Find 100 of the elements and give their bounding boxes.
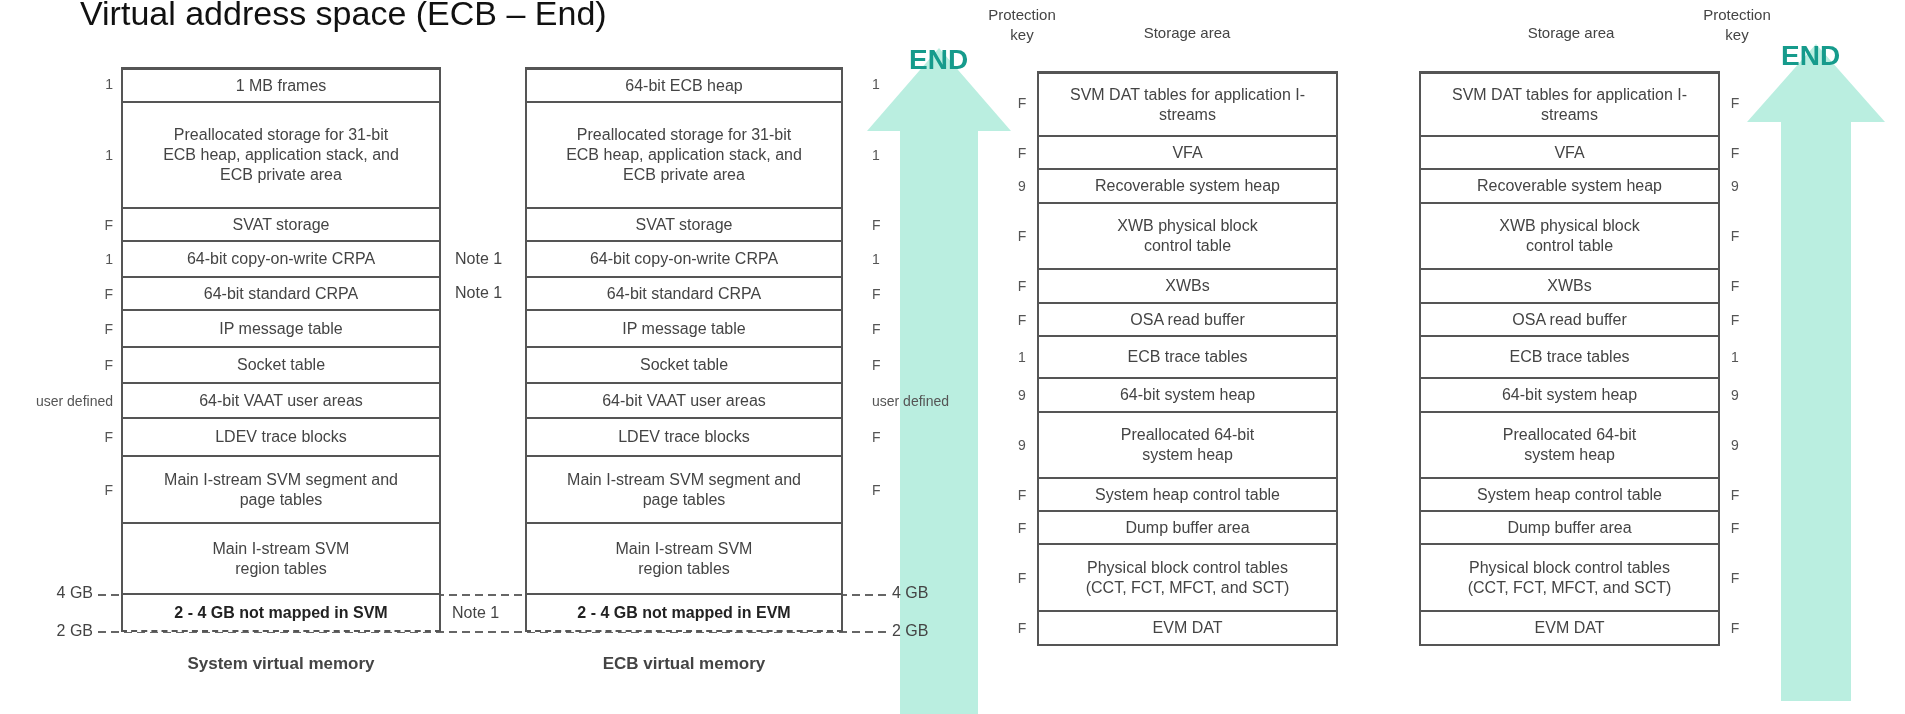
address-label: 4 GB: [56, 584, 93, 602]
protection-key: F: [1715, 311, 1755, 328]
protection-key: F: [104, 216, 113, 233]
area-name: Physical block control tables (CCT, FCT, MFCT, and SCT): [1084, 557, 1291, 598]
memory-area-row: [1037, 335, 1338, 379]
area-name: 64-bit system heap: [1501, 385, 1638, 405]
memory-area-row: [1037, 377, 1338, 413]
area-name: Main I-stream SVM region tables: [211, 538, 351, 579]
area-name: Main I-stream SVM region tables: [614, 538, 754, 579]
memory-area-row: [121, 382, 441, 419]
memory-area-row: [1419, 335, 1720, 379]
area-name: 64-bit copy-on-write CRPA: [186, 249, 376, 269]
memory-area-row: [525, 346, 843, 384]
memory-area-row: [1419, 71, 1720, 137]
area-name: IP message table: [219, 318, 343, 339]
area-name: 64-bit VAAT user areas: [199, 390, 363, 411]
memory-area-row: [1037, 71, 1338, 137]
protection-key: F: [1002, 278, 1042, 294]
protection-key: F: [1715, 95, 1755, 111]
memory-area-row: [121, 67, 441, 103]
address-label: 2 GB: [892, 622, 929, 640]
end-marker: END: [1781, 40, 1841, 72]
area-name: Recoverable system heap: [1477, 176, 1662, 196]
memory-area-row: [1419, 543, 1720, 612]
area-name: Preallocated 64-bit system heap: [1119, 425, 1256, 465]
area-name: SVAT storage: [635, 214, 733, 235]
memory-area-row: [1037, 610, 1338, 646]
note-reference: Note 1: [455, 250, 503, 268]
area-name: Dump buffer area: [1125, 517, 1250, 538]
memory-area-row: [525, 593, 843, 632]
protection-key: F: [1715, 519, 1755, 536]
protection-key: 1: [872, 76, 880, 92]
area-name: OSA read buffer: [1512, 309, 1627, 330]
area-name: Preallocated storage for 31-bit ECB heap, application stack, and ECB private area: [162, 125, 400, 185]
memory-area-row: [121, 455, 441, 524]
memory-area-row: [1037, 510, 1338, 545]
memory-area-row: [1419, 477, 1720, 512]
area-name: Dump buffer area: [1507, 517, 1632, 538]
protection-key: 1: [105, 251, 113, 267]
protection-key: F: [104, 320, 113, 337]
address-label: 4 GB: [892, 584, 929, 602]
memory-area-row: [1419, 377, 1720, 413]
memory-area-row: [1037, 543, 1338, 612]
area-name: Preallocated storage for 31-bit ECB heap, application stack, and ECB private area: [565, 125, 803, 185]
note-reference: Note 1: [452, 604, 500, 622]
protection-key: F: [1002, 144, 1042, 161]
memory-area-row: [525, 417, 843, 457]
caption: ECB virtual memory: [601, 654, 767, 674]
protection-key: F: [872, 357, 881, 373]
protection-key: 9: [1715, 437, 1755, 453]
protection-key: F: [1715, 486, 1755, 503]
memory-area-row: [121, 207, 441, 242]
memory-area-row: [525, 455, 843, 524]
protection-key: F: [1002, 519, 1042, 536]
protection-key: F: [104, 357, 113, 373]
protection-key: F: [104, 429, 113, 445]
memory-area-row: [121, 417, 441, 457]
memory-area-row: [1419, 610, 1720, 646]
area-name: 64-bit standard CRPA: [606, 283, 762, 304]
area-name: XWB physical block control table: [1498, 216, 1641, 256]
area-name: Physical block control tables (CCT, FCT, MFCT, and SCT): [1466, 557, 1673, 598]
column-header: Protection key: [1702, 5, 1772, 44]
protection-key: 9: [1002, 387, 1042, 403]
memory-area-row: [1419, 510, 1720, 545]
column-header: Storage area: [1526, 23, 1616, 43]
memory-area-row: [1419, 268, 1720, 304]
note-reference: Note 1: [455, 284, 503, 302]
protection-key: 9: [1715, 387, 1755, 403]
area-name: Preallocated 64-bit system heap: [1501, 425, 1638, 465]
protection-key: 9: [1715, 178, 1755, 194]
memory-area-row: [1037, 168, 1338, 204]
memory-area-row: [1037, 135, 1338, 170]
protection-key: F: [1002, 486, 1042, 503]
memory-area-row: [525, 101, 843, 209]
area-name: SVAT storage: [232, 214, 330, 235]
area-name: Socket table: [639, 355, 729, 375]
area-name: LDEV trace blocks: [215, 427, 347, 447]
area-name: EVM DAT: [1152, 618, 1223, 638]
area-name: Socket table: [236, 355, 326, 375]
protection-key: F: [872, 216, 881, 233]
area-name: LDEV trace blocks: [618, 427, 750, 447]
memory-area-row: [121, 593, 441, 632]
area-name: XWBs: [1547, 276, 1592, 296]
area-name: 64-bit VAAT user areas: [602, 390, 766, 411]
area-name: IP message table: [622, 318, 746, 339]
memory-area-row: [121, 240, 441, 278]
protection-key: F: [1715, 144, 1755, 161]
protection-key: user defined: [872, 392, 950, 409]
protection-key: F: [1715, 228, 1755, 244]
memory-area-row: [1037, 411, 1338, 479]
caption: System virtual memory: [186, 654, 376, 674]
protection-key: F: [1715, 569, 1755, 586]
protection-key: F: [872, 429, 881, 445]
protection-key: 1: [105, 76, 113, 92]
memory-area-row: [121, 309, 441, 348]
area-name: 2 - 4 GB not mapped in EVM: [577, 602, 791, 623]
protection-key: 1: [872, 251, 880, 267]
protection-key: F: [1002, 311, 1042, 328]
protection-key: 1: [1002, 349, 1042, 365]
protection-key: user defined: [35, 392, 113, 409]
